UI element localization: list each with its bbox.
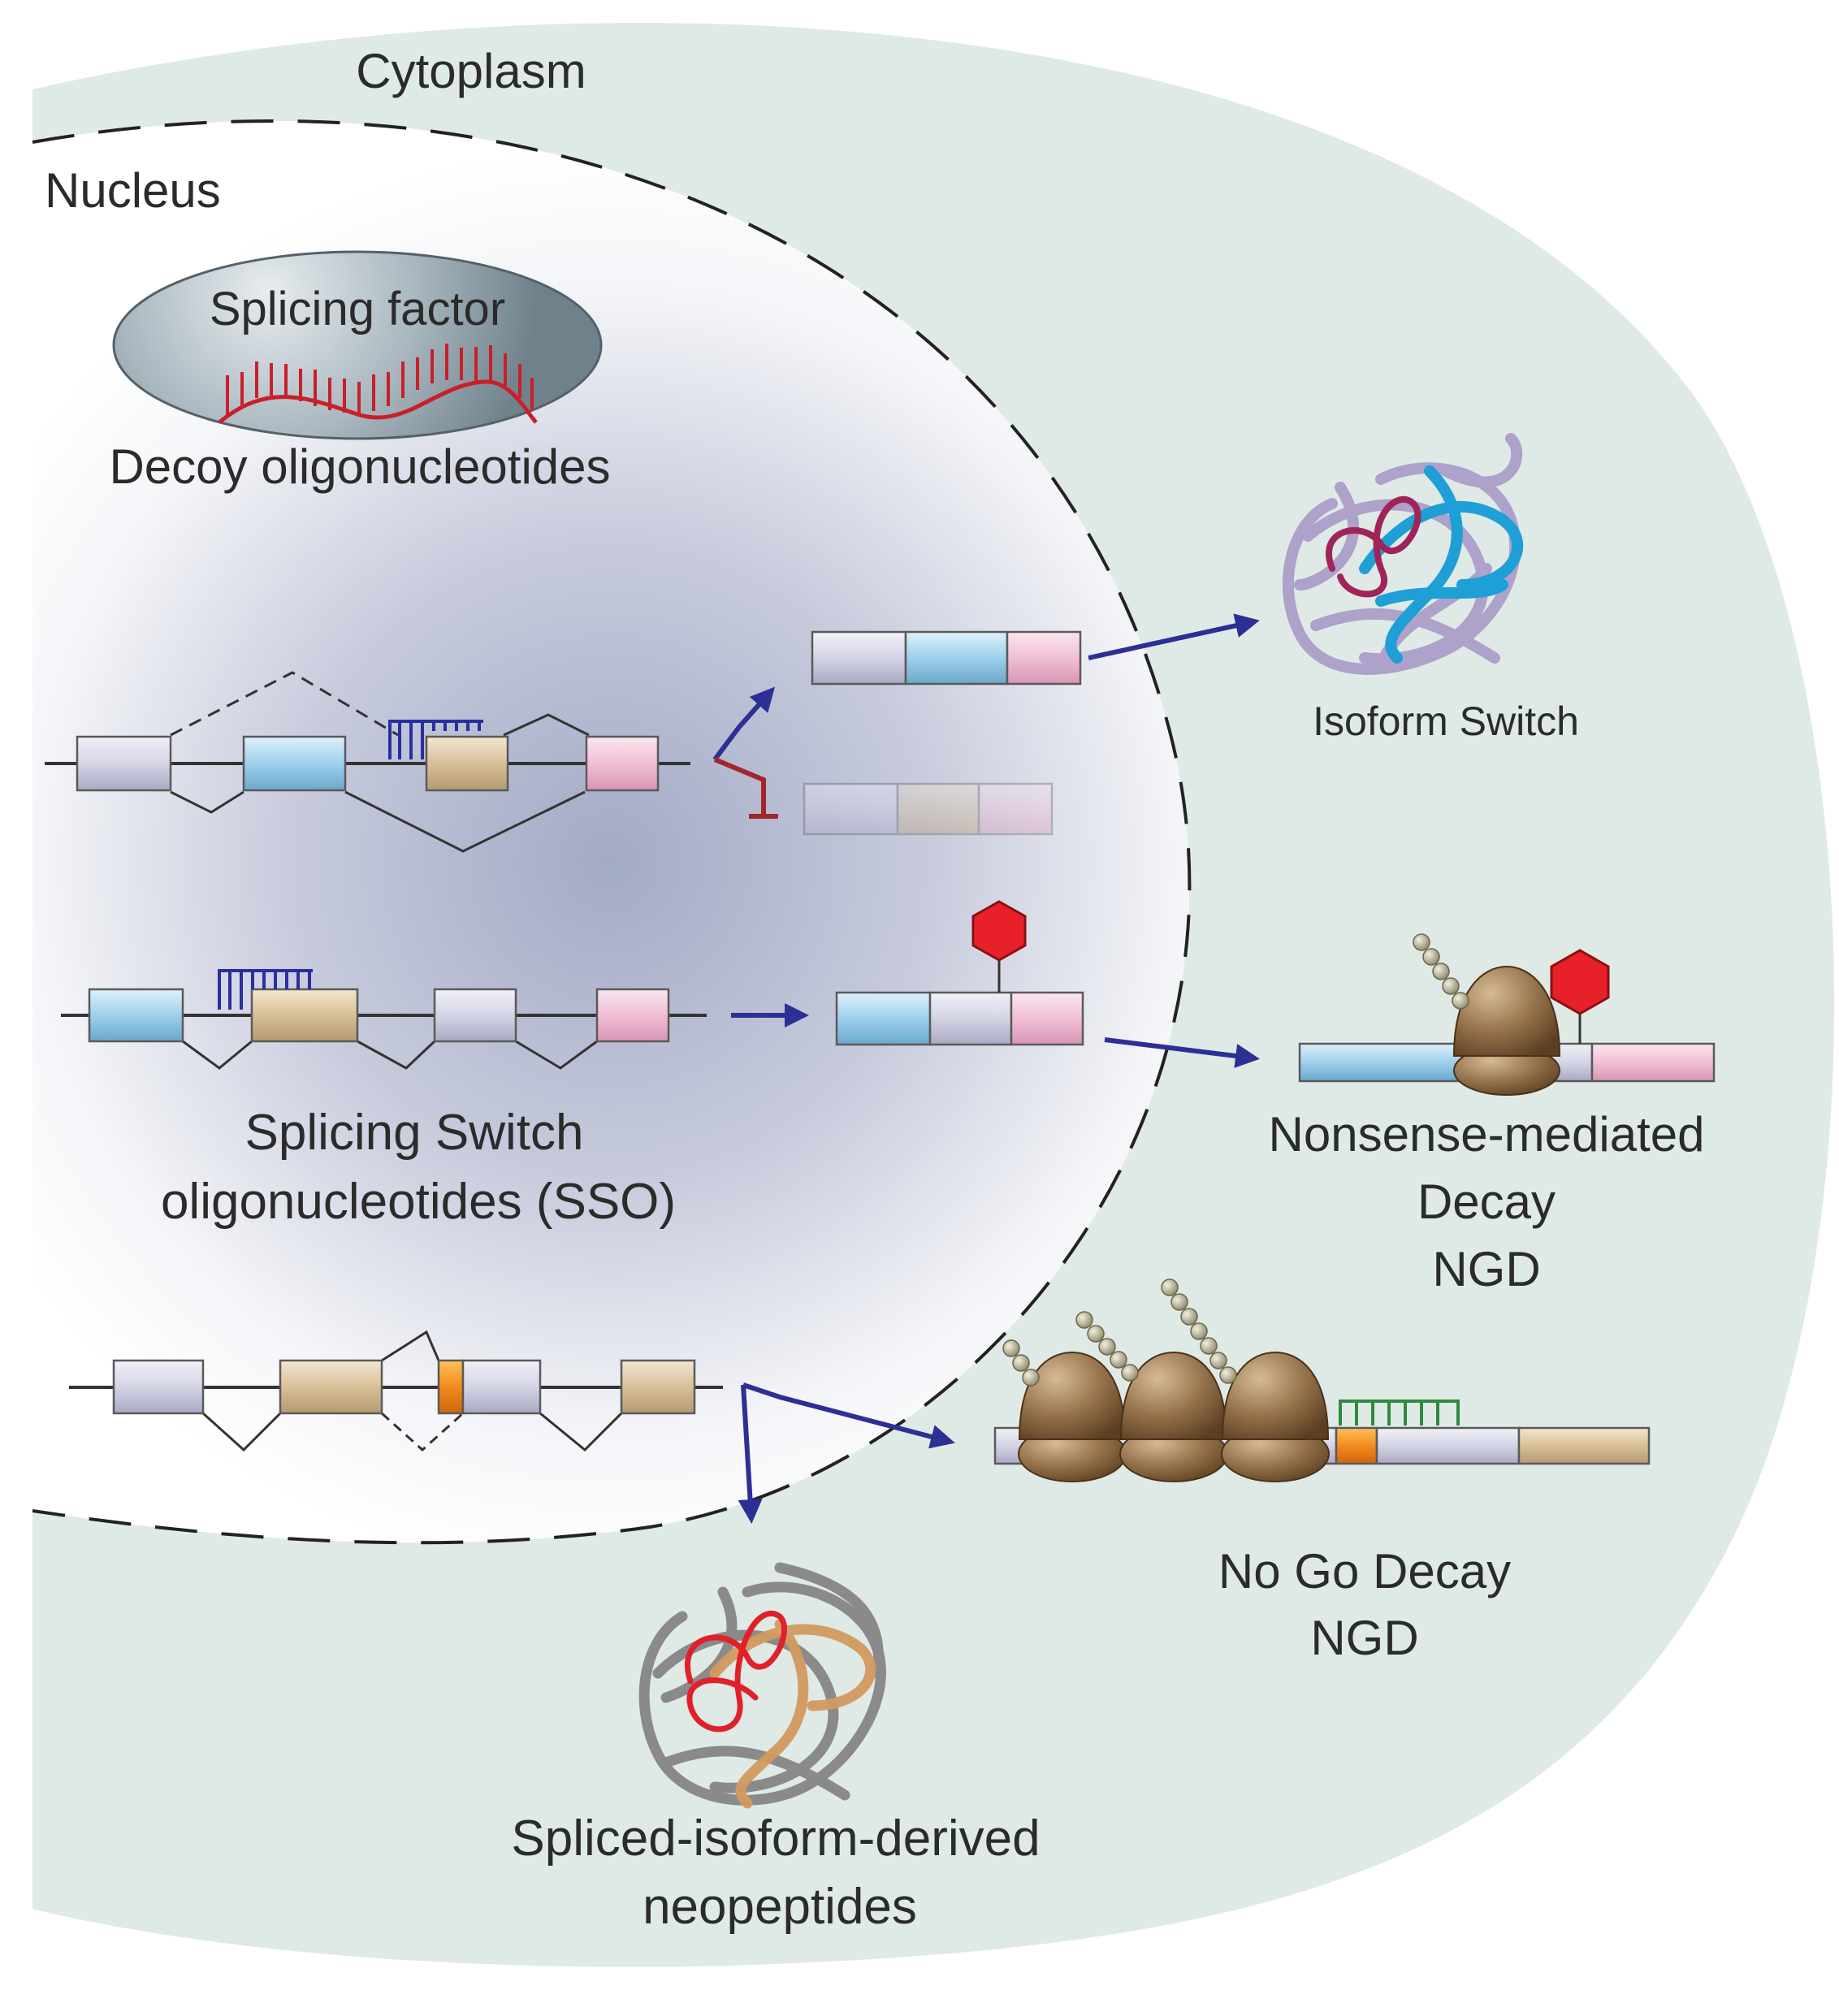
ribosome-icon [1452,965,1561,1096]
exon-pink [595,988,670,1043]
exon-lavender [928,991,1013,1046]
cytoplasm-label: Cytoplasm [356,44,586,98]
nucleus-region [32,120,1190,1543]
promote-arrow [712,686,775,761]
nuclear-envelope [32,119,1192,1545]
exon-blue [88,988,184,1043]
exon-blue [904,630,1009,686]
nmd-label-line3: NGD [1432,1242,1540,1296]
decoy-label: Decoy oligonucleotides [109,439,610,494]
mrna-isoform-a [811,630,1082,686]
exon-blue [835,991,932,1046]
splicing-factor-label: Splicing factor [210,283,505,335]
mrna-ptc-isoform [835,900,1084,1046]
ngd-label-line2: NGD [1310,1611,1418,1665]
exon-lavender [811,630,907,686]
sso-label-line1: Splicing Switch [245,1105,584,1161]
stop-codon-icon [971,900,1027,962]
nmd-label-line2: Decay [1417,1175,1556,1229]
exon-lavender [461,1359,542,1415]
sso-oligo-icon [388,720,483,759]
nucleus-label: Nucleus [45,163,221,218]
exon-blue [1298,1042,1464,1083]
sso-label-line2: oligonucleotides (SSO) [161,1174,676,1230]
exon-lavender [803,782,899,836]
exon-tan [896,782,980,836]
neopeptide-protein-icon [638,1562,886,1809]
cryptic-exon [1335,1426,1378,1465]
exon-tan [425,735,509,792]
nmd-label-line1: Nonsense-mediated [1269,1107,1705,1162]
exon-pink [1010,991,1084,1046]
exon-lavender [112,1359,205,1415]
ngd-complex [993,1278,1651,1482]
splicing-factor-blob [112,250,603,440]
exon-tan [250,988,359,1043]
exon-pink [1006,630,1082,686]
to-ngd-arrow [742,1382,955,1449]
nascent-peptide-icon [1413,933,1469,1010]
isoform-switch-label: Isoform Switch [1313,699,1579,744]
isoform-protein-icon [1282,433,1524,675]
nmd-complex [1298,933,1716,1096]
exon-lavender [1375,1426,1521,1465]
to-nmd-arrow [1104,1037,1260,1068]
exon-tan [1517,1426,1651,1465]
exon-tan [279,1359,383,1415]
exon-pink [1590,1042,1716,1083]
decoy-oligonucleotide-icon [218,344,538,424]
to-neopeptide-arrow [738,1384,763,1524]
exon-lavender [433,988,517,1043]
mrna-isoform-b-faded [803,782,1054,836]
ribosome-icon [1018,1351,1127,1482]
ribosome-icon [1119,1351,1228,1482]
nascent-peptide-icon [1002,1278,1237,1387]
ngd-oligo-icon [1339,1400,1460,1425]
sso-oligo-icon [218,969,313,1010]
exon-pink [585,735,660,792]
exon-lavender [76,735,172,792]
neopeptide-label-line1: Spliced-isoform-derived [511,1811,1040,1867]
cryptic-exon [437,1359,465,1415]
premrna-row2 [61,969,707,1070]
stop-codon-icon [1550,949,1610,1015]
inhibit-line [713,757,766,816]
premrna-row1 [45,671,690,853]
exon-pink [977,782,1054,836]
ngd-label-line1: No Go Decay [1218,1544,1511,1599]
exon-blue [242,735,347,792]
ribosome-icon [1221,1351,1330,1482]
exon-tan [620,1359,696,1415]
premrna-row3 [69,1330,723,1452]
neopeptide-label-line2: neopeptides [643,1879,917,1935]
to-isoform-switch-arrow [1088,613,1260,660]
